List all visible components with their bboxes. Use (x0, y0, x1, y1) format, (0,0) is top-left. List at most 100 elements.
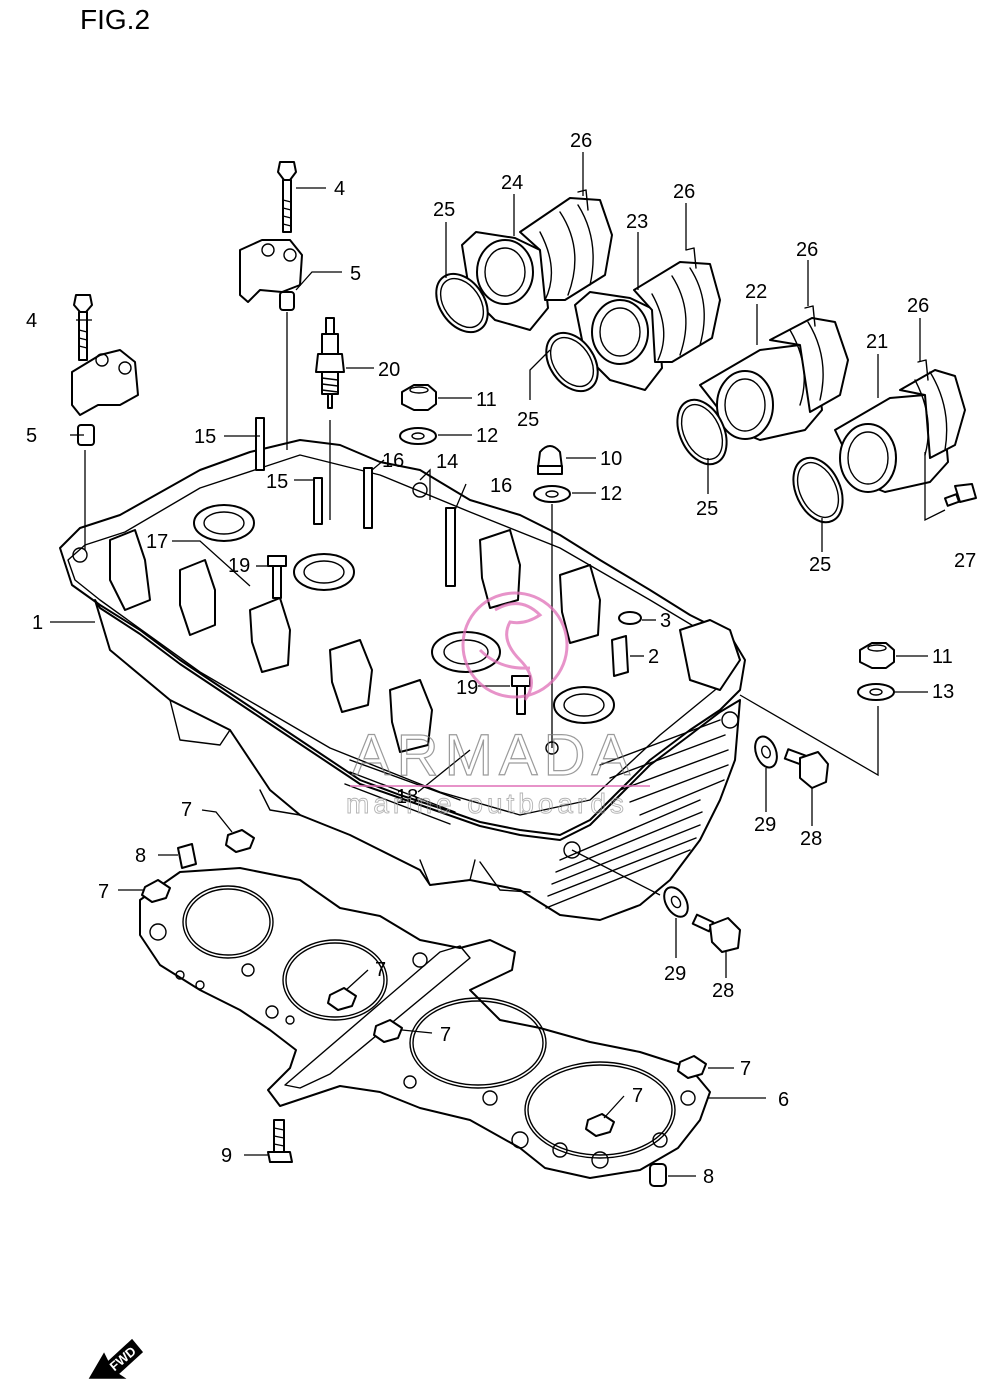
callout-15: 15 (194, 426, 216, 448)
washer-12-lower (533, 485, 571, 503)
dowel-8-upper (177, 843, 197, 869)
cam-cap-bolt-lower (73, 294, 93, 361)
intake-pipe-21 (834, 359, 966, 493)
callout-11: 11 (476, 389, 497, 411)
callout-18: 18 (396, 786, 418, 808)
o-ring-3 (618, 611, 642, 625)
fwd-arrow: FWD (88, 1338, 144, 1379)
seal-7-center (373, 1019, 403, 1043)
callout-7: 7 (98, 881, 109, 903)
callout-15: 15 (266, 471, 288, 493)
callout-5: 5 (26, 425, 37, 447)
callout-6: 6 (778, 1089, 789, 1111)
callout-2: 2 (648, 646, 659, 668)
washer-29-upper (754, 735, 778, 769)
callout-25: 25 (809, 554, 831, 576)
callout-8: 8 (703, 1166, 714, 1188)
stud-15-left (255, 417, 265, 471)
callout-25: 25 (517, 409, 539, 431)
screw-27 (943, 483, 977, 507)
callout-16: 16 (490, 475, 512, 497)
callout-25: 25 (696, 498, 718, 520)
seal-7-left (141, 879, 171, 903)
callout-numbers: 4 4 5 5 20 11 12 10 12 14 15 15 16 16 17… (26, 130, 976, 1188)
bolt-28-upper (783, 748, 829, 789)
cylinder-head-assembly (59, 439, 746, 921)
callout-7: 7 (375, 959, 386, 981)
callout-20: 20 (378, 359, 400, 381)
cap-nut-10 (537, 445, 563, 475)
washer-12-upper (399, 427, 437, 445)
callout-12: 12 (600, 483, 622, 505)
callout-19: 19 (456, 677, 478, 699)
seal-7-mid (327, 987, 357, 1011)
seal-7-lower (585, 1113, 615, 1137)
callout-11: 11 (932, 646, 953, 668)
clamp-ring-25-c (676, 398, 728, 466)
clamp-ring-25-d (792, 456, 844, 524)
callout-12: 12 (476, 425, 498, 447)
stud-16-b (445, 507, 456, 587)
callout-25: 25 (433, 199, 455, 221)
armada-watermark: ARMADA marine outboards (346, 591, 650, 819)
callout-29: 29 (664, 963, 686, 985)
callout-7: 7 (632, 1085, 643, 1107)
bolt-9 (267, 1119, 293, 1163)
callout-7: 7 (740, 1058, 751, 1080)
callout-26: 26 (907, 295, 929, 317)
callout-24: 24 (501, 172, 523, 194)
callout-22: 22 (745, 281, 767, 303)
washer-29-lower (663, 886, 689, 918)
nut-11-upper (401, 384, 437, 411)
callout-26: 26 (570, 130, 592, 152)
callout-1: 1 (32, 612, 43, 634)
callout-4: 4 (26, 310, 37, 332)
callout-8: 8 (135, 845, 146, 867)
bolt-28-lower (691, 913, 741, 953)
callout-16: 16 (382, 450, 404, 472)
nut-11-right (859, 642, 895, 669)
callout-14: 14 (436, 451, 458, 473)
intake-pipe-24 (461, 189, 613, 331)
callout-21: 21 (866, 331, 888, 353)
stud-15-mid (313, 477, 323, 525)
watermark-logo-mark (461, 591, 569, 701)
callout-13: 13 (932, 681, 954, 703)
watermark-tagline: marine outboards (346, 788, 628, 819)
cam-cap-lower (71, 349, 139, 416)
callout-23: 23 (626, 211, 648, 233)
cylinder-head-gasket (139, 867, 711, 1179)
callout-7: 7 (181, 799, 192, 821)
cam-cap-upper (239, 239, 303, 311)
figure-title: FIG.2 (80, 4, 151, 35)
callout-10: 10 (600, 448, 622, 470)
callout-4: 4 (334, 178, 345, 200)
dowel-8-lower (649, 1163, 667, 1187)
stud-16-a (363, 467, 373, 529)
watermark-name: ARMADA (352, 723, 636, 788)
callout-26: 26 (673, 181, 695, 203)
intake-pipe-22 (699, 305, 849, 441)
callout-9: 9 (221, 1145, 232, 1167)
callout-19: 19 (228, 555, 250, 577)
callout-27: 27 (954, 550, 976, 572)
bolt-19-a (267, 555, 287, 599)
callout-5: 5 (350, 263, 361, 285)
callout-26: 26 (796, 239, 818, 261)
callout-29: 29 (754, 814, 776, 836)
washer-13 (857, 683, 895, 701)
clamp-ring-25-b (545, 331, 599, 393)
seal-7-top (225, 829, 255, 853)
callout-3: 3 (660, 610, 671, 632)
cam-cap-bolt-upper (277, 161, 297, 233)
callout-28: 28 (800, 828, 822, 850)
callout-7: 7 (440, 1024, 451, 1046)
callout-17: 17 (146, 531, 168, 553)
seal-7-right (677, 1055, 707, 1079)
clamp-ring-25-a (435, 272, 489, 334)
spark-plug (315, 317, 345, 409)
valve-guide-2 (611, 635, 629, 677)
callout-28: 28 (712, 980, 734, 1002)
